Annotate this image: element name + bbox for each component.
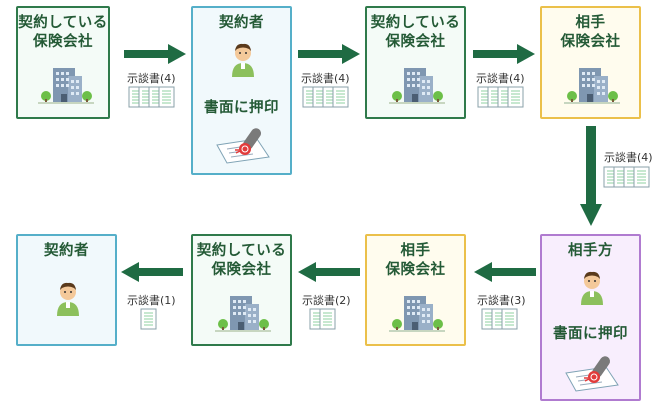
doc-label: 示談書(1) [127,294,176,307]
box-opposing-party: 相手方 書面に押印 [540,234,641,401]
person-icon [55,280,81,320]
document-sheet [332,86,349,108]
building-icon [215,294,271,338]
document-sheet [633,166,650,188]
document-sheet [507,86,524,108]
document-sheet [140,308,157,330]
arrow-left-1 [474,262,536,282]
box-title: 契約者 [44,243,89,259]
doc-label: 示談書(4) [301,72,350,85]
box-insurer-other-2: 相手保険会社 [365,234,466,346]
arrow-right-3 [473,44,535,64]
action-label: 書面に押印 [204,100,279,116]
person-icon [579,269,605,309]
box-insurer-own-1: 契約している保険会社 [16,6,110,119]
box-title-line2: 保険会社 [33,34,93,50]
doc-label: 示談書(3) [477,294,526,307]
document-sheet [501,308,518,330]
doc-label: 示談書(4) [604,151,653,164]
arrow-down [580,126,602,226]
doc-label: 示談書(4) [127,72,176,85]
doc-label: 示談書(2) [302,294,351,307]
building-icon [564,66,620,110]
box-title-line1: 相手 [575,15,606,31]
document-stack-icon [309,308,336,334]
document-stack-icon [302,86,349,112]
document-sheet [319,308,336,330]
box-title: 契約者 [219,15,264,31]
box-policyholder-2: 契約者 [16,234,117,346]
document-stack-icon [140,308,157,334]
arrow-right-1 [124,44,186,64]
box-title-line2: 保険会社 [560,34,621,50]
box-policyholder-1: 契約者 書面に押印 [191,6,292,175]
box-title-line2: 保険会社 [385,262,446,278]
box-title-line1: 契約している [18,15,108,31]
action-label: 書面に押印 [553,326,628,342]
box-title-line1: 契約している [196,243,287,259]
box-insurer-own-2: 契約している保険会社 [365,6,466,119]
document-stack-icon [477,86,524,112]
document-stack-icon [603,166,650,192]
box-title: 相手方 [568,243,613,259]
document-stack-icon [128,86,175,112]
arrow-left-2 [298,262,360,282]
seal-stamp-icon [562,351,622,397]
document-sheet [158,86,175,108]
seal-stamp-icon [213,123,273,169]
person-icon [230,41,256,81]
doc-label: 示談書(4) [476,72,525,85]
document-stack-icon [481,308,518,334]
box-title-line2: 保険会社 [211,262,272,278]
box-insurer-own-3: 契約している保険会社 [191,234,292,346]
arrow-left-3 [121,262,183,282]
building-icon [38,66,94,110]
box-title-line1: 契約している [370,15,461,31]
building-icon [389,66,445,110]
box-title-line2: 保険会社 [385,34,446,50]
building-icon [389,294,445,338]
arrow-right-2 [298,44,360,64]
box-title-line1: 相手 [400,243,431,259]
box-insurer-other-1: 相手保険会社 [540,6,641,119]
